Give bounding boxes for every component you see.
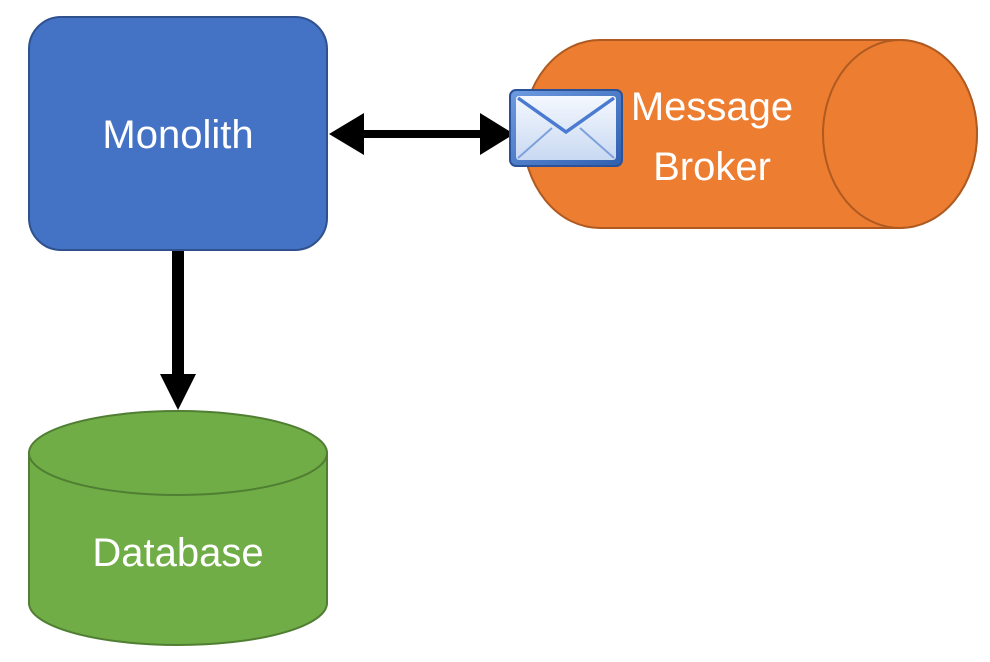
monolith-label: Monolith [102, 113, 253, 157]
monolith-box [28, 16, 328, 251]
envelope-icon [509, 89, 623, 167]
arrowhead-right [480, 113, 514, 155]
monolith-database-arrow [160, 251, 196, 410]
broker-cylinder-end [822, 39, 978, 229]
database-label: Database [92, 531, 263, 575]
broker-label-line1: Message [631, 85, 793, 129]
broker-label-line2: Broker [653, 145, 771, 189]
arrowhead-left [329, 113, 364, 155]
database-cylinder-body [28, 452, 328, 646]
monolith-broker-arrow [329, 113, 514, 155]
database-cylinder-top [28, 410, 328, 496]
arrowhead-down [160, 374, 196, 410]
monolith-node: Monolith [28, 16, 328, 251]
database-node: Database [28, 410, 328, 646]
message-broker-node: Message Broker [522, 39, 978, 229]
